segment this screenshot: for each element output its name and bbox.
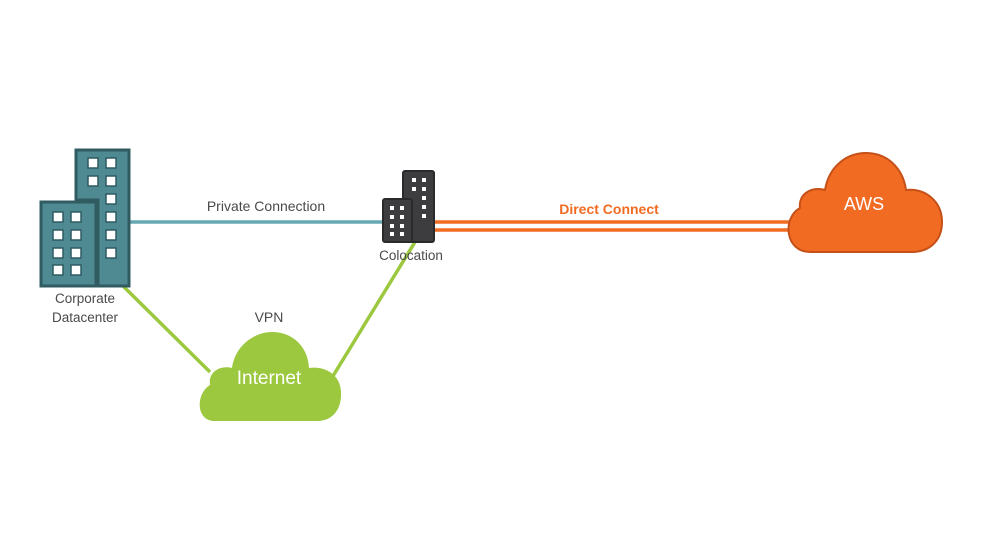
colocation-building-icon — [382, 170, 435, 243]
aws-label: AWS — [844, 194, 884, 214]
internet-label: Internet — [237, 368, 302, 389]
aws-cloud-icon — [787, 151, 944, 253]
corporate-datacenter-label-line2: Datacenter — [52, 310, 119, 325]
vpn-link-datacenter-internet — [118, 281, 212, 374]
colocation-label: Colocation — [379, 248, 443, 263]
corporate-datacenter-building-icon — [39, 148, 131, 288]
internet-cloud-icon — [199, 332, 342, 421]
vpn-label: VPN — [255, 309, 284, 325]
vpn-link-internet-colocation — [331, 241, 417, 377]
direct-connect-line — [434, 220, 790, 232]
corporate-datacenter-label-line1: Corporate — [55, 291, 115, 306]
private-connection-label: Private Connection — [207, 198, 325, 214]
direct-connect-label: Direct Connect — [559, 201, 659, 217]
